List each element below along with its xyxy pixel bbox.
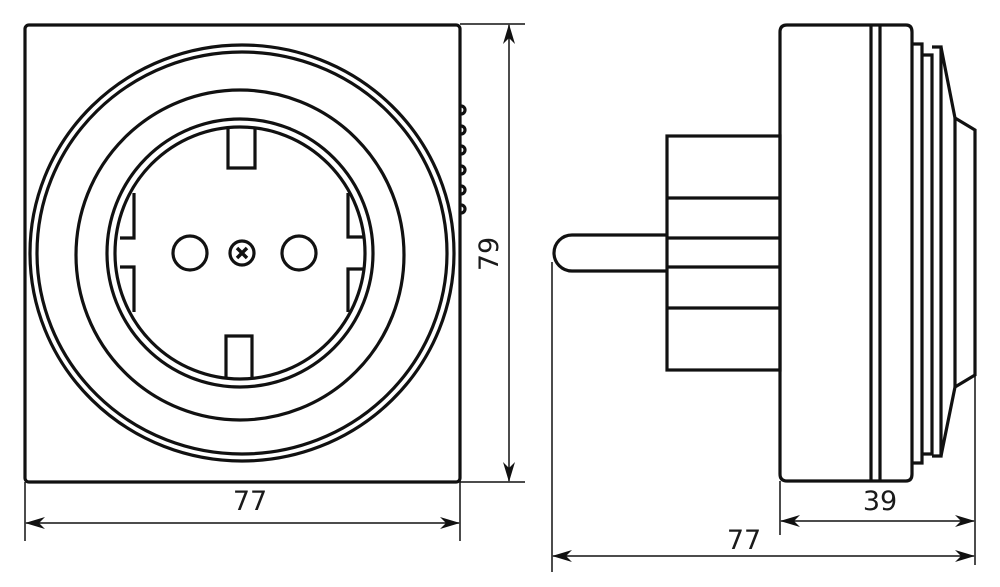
- housing-body: [778, 23, 914, 483]
- socket-recess-inner: [113, 125, 367, 381]
- side-total-depth-dimension: 77: [551, 262, 975, 572]
- earth-clip-bottom: [224, 334, 254, 377]
- middle-ring: [74, 88, 406, 422]
- outer-ring-inner: [35, 50, 449, 456]
- outer-ring-outer: [28, 43, 456, 463]
- plug-prong-block: [665, 134, 782, 372]
- front-view: [23, 23, 467, 484]
- side-grip-ridges: [460, 104, 467, 215]
- socket-recess-outer: [105, 117, 375, 389]
- front-height-dimension: 79: [460, 23, 525, 483]
- screw-icon: [228, 239, 256, 267]
- front-width-dimension: 77: [24, 462, 461, 541]
- earth-clip-top: [226, 129, 257, 170]
- pin-hole-right: [280, 234, 318, 272]
- side-body-depth-label: 39: [863, 486, 897, 517]
- pin-hole-left: [171, 234, 209, 272]
- front-width-label: 77: [233, 486, 267, 517]
- front-height-label: 79: [474, 237, 505, 271]
- side-body-depth-dimension: 39: [779, 375, 976, 565]
- socket-housing-square: [23, 23, 462, 484]
- stepped-flange: [912, 42, 977, 465]
- earth-clip-right: [346, 193, 365, 312]
- plug-pin: [552, 233, 667, 273]
- side-view: [552, 23, 977, 483]
- earth-clip-left: [120, 193, 136, 312]
- side-total-depth-label: 77: [727, 525, 761, 556]
